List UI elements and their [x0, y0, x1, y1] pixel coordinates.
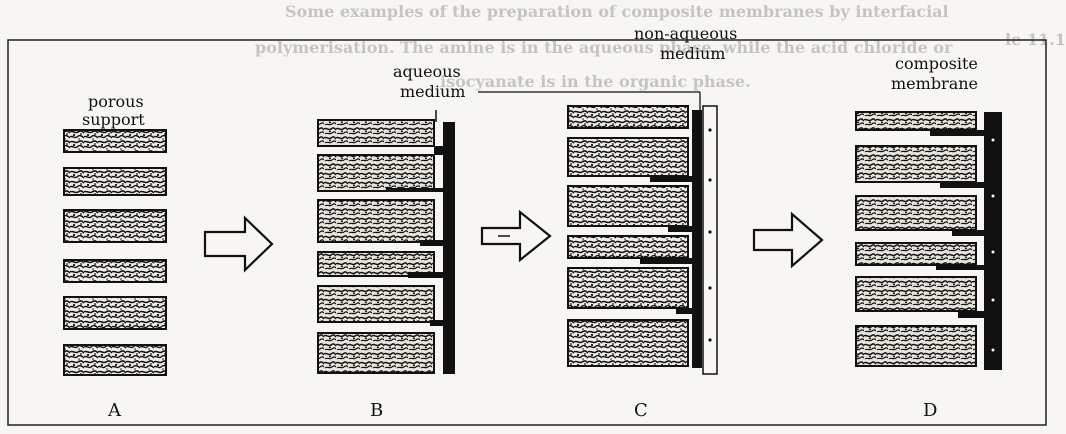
stage-label-c: C: [634, 400, 648, 421]
aqueous-film-b: [443, 122, 455, 374]
label-porous-line2: support: [82, 110, 145, 129]
label-nonaqueous-line2: medium: [660, 44, 726, 63]
support-layer-d-4: [855, 242, 977, 266]
label-nonaqueous-line1: non-aqueous: [634, 24, 738, 43]
stage-d-composite: [855, 111, 1002, 370]
support-layer-d-1: [855, 111, 977, 131]
support-layer-c-5: [567, 267, 689, 309]
aqueous-intrusions-b: [386, 146, 443, 326]
support-layer-c-1: [567, 105, 689, 129]
background-text-line-2: polymerisation. The amine is in the aque…: [255, 38, 953, 57]
support-layer-a-2: [63, 167, 167, 196]
support-layer-a-3: [63, 209, 167, 243]
aqueous-film-c: [692, 110, 702, 368]
composite-skin-d: [984, 112, 1002, 370]
support-layer-d-2: [855, 145, 977, 183]
support-layer-b-3: [317, 199, 435, 243]
support-layer-c-2: [567, 137, 689, 177]
support-layer-a-6: [63, 344, 167, 376]
support-layer-c-4: [567, 235, 689, 259]
stage-a-porous-support: [63, 129, 167, 376]
support-layer-b-2: [317, 154, 435, 192]
background-text-line-3: isocyanate is in the organic phase.: [440, 72, 751, 91]
support-layer-d-3: [855, 195, 977, 231]
support-layer-c-6: [567, 319, 689, 367]
support-layer-d-5: [855, 276, 977, 312]
label-composite-line2: membrane: [891, 74, 979, 93]
stage-label-b: B: [370, 400, 384, 421]
support-layer-a-5: [63, 296, 167, 330]
nonaqueous-layer-c: [702, 105, 718, 375]
label-composite-line1: composite: [895, 54, 978, 73]
support-layer-b-5: [317, 285, 435, 323]
stage-label-d: D: [923, 400, 938, 421]
support-layer-b-1: [317, 119, 435, 147]
label-porous-line1: porous: [88, 92, 144, 111]
label-aqueous-line2: medium: [400, 82, 466, 101]
label-aqueous-line1: aqueous: [393, 62, 461, 81]
process-arrow-3: [752, 211, 824, 269]
process-arrow-1: [203, 215, 274, 273]
background-text-line-1: Some examples of the preparation of comp…: [285, 2, 949, 21]
stage-label-a: A: [108, 400, 121, 421]
stage-c-nonaqueous: [567, 105, 718, 375]
support-layer-c-3: [567, 185, 689, 227]
support-layer-b-6: [317, 332, 435, 374]
support-layer-a-4: [63, 259, 167, 283]
process-arrow-2: [480, 209, 552, 263]
support-layer-d-6: [855, 325, 977, 367]
figure-frame: [7, 39, 1047, 426]
support-layer-a-1: [63, 129, 167, 153]
stage-b-aqueous: [317, 110, 455, 374]
